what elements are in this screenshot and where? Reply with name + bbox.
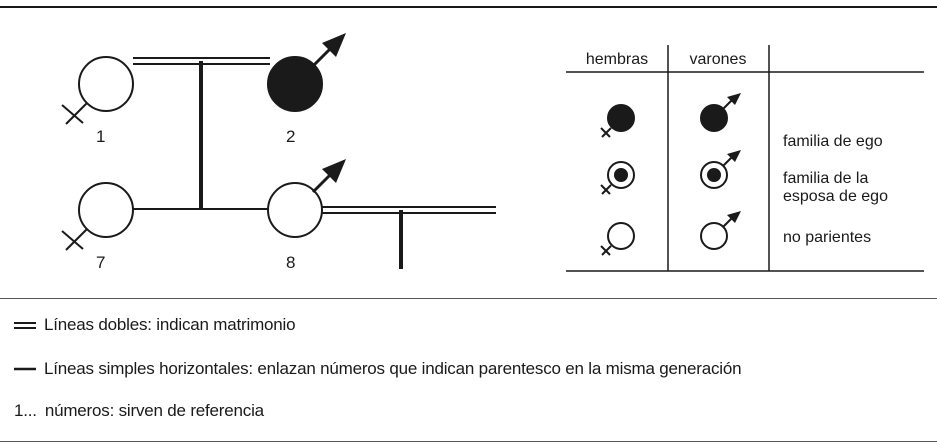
key-male-filled-symbol bbox=[700, 93, 741, 132]
double-line-icon bbox=[14, 315, 36, 335]
single-line-icon bbox=[14, 359, 36, 379]
top-rule bbox=[0, 6, 937, 8]
person-7-number: 7 bbox=[96, 253, 105, 272]
middle-rule bbox=[0, 298, 937, 299]
person-8-number: 8 bbox=[286, 253, 295, 272]
person-1-female-symbol bbox=[61, 56, 134, 125]
key-row-no-parientes: no parientes bbox=[783, 229, 871, 246]
legend-double-lines: Líneas dobles: indican matrimonio bbox=[14, 313, 296, 337]
legend-numbers-prefix: 1... bbox=[14, 401, 37, 420]
legend-single-lines: Líneas simples horizontales: enlazan núm… bbox=[14, 357, 742, 381]
legend-double-lines-text: Líneas dobles: indican matrimonio bbox=[44, 315, 296, 334]
key-male-empty-symbol bbox=[700, 211, 741, 250]
person-1-number: 1 bbox=[96, 127, 105, 146]
key-row-familia-esposa-line1: familia de la bbox=[783, 170, 868, 187]
key-row-familia-esposa-line2: esposa de ego bbox=[783, 188, 888, 205]
person-2-number: 2 bbox=[286, 127, 295, 146]
kinship-diagram: 1 2 7 8 hembras varones familia de eg bbox=[61, 33, 924, 272]
legend-numbers: 1... números: sirven de referencia bbox=[14, 399, 264, 423]
key-female-empty-symbol bbox=[600, 222, 635, 256]
key-female-filled-symbol bbox=[600, 104, 635, 138]
key-row-familia-de-ego: familia de ego bbox=[783, 133, 883, 150]
legend-single-lines-text: Líneas simples horizontales: enlazan núm… bbox=[44, 359, 742, 378]
person-8-male-symbol bbox=[267, 159, 346, 238]
key-header-hembras: hembras bbox=[586, 51, 648, 68]
bottom-rule bbox=[0, 441, 937, 442]
key-female-dotted-symbol bbox=[600, 161, 635, 195]
key-header-varones: varones bbox=[690, 51, 747, 68]
key-male-dotted-symbol bbox=[700, 150, 741, 189]
key-table bbox=[566, 45, 924, 272]
legend-numbers-text: números: sirven de referencia bbox=[44, 401, 264, 420]
person-2-male-symbol bbox=[267, 33, 346, 112]
person-7-female-symbol bbox=[61, 182, 134, 251]
